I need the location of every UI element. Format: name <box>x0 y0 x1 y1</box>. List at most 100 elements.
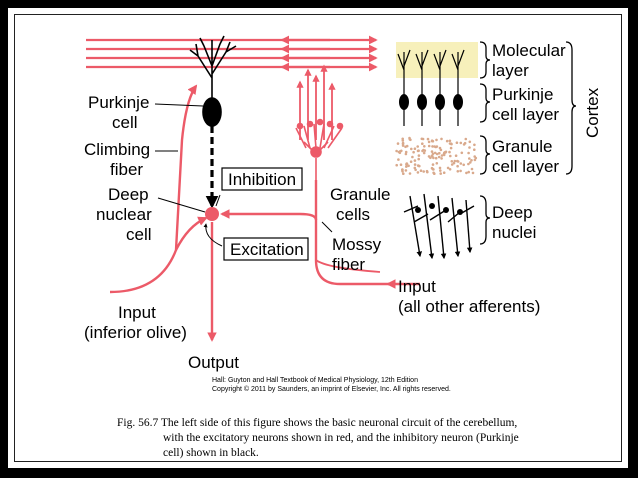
granule-dot <box>456 159 459 163</box>
granule-dot <box>413 163 417 166</box>
granule-dot <box>459 162 463 165</box>
granule-dot <box>417 154 421 157</box>
granule-dot <box>421 142 424 145</box>
label-cortex: Cortex <box>583 87 602 138</box>
label-purkinje-cell: Purkinje cell <box>88 93 154 132</box>
granule-dot <box>430 150 434 153</box>
granule-dot <box>427 144 431 148</box>
granule-dot <box>462 163 466 167</box>
granule-dot <box>396 142 400 145</box>
granule-dot <box>435 138 438 142</box>
granule-dot <box>449 154 452 158</box>
granule-dot <box>408 136 411 140</box>
granule-dot <box>399 163 403 166</box>
granule-dot <box>416 145 420 148</box>
granule-dot <box>450 163 454 166</box>
granule-dot <box>397 150 401 154</box>
granule-dot <box>405 165 408 168</box>
granule-dot <box>456 164 459 168</box>
granule-dot <box>425 169 429 173</box>
granule-dot <box>442 171 446 174</box>
granule-dot <box>413 159 417 162</box>
granule-dot <box>401 144 405 147</box>
granule-dot <box>438 151 441 155</box>
granule-dot <box>450 142 453 146</box>
granule-dot <box>468 146 471 149</box>
purkinje-cell <box>189 35 237 209</box>
granule-dot <box>426 137 430 141</box>
label-deep-nuclear-cell: Deep nuclear cell <box>96 185 157 244</box>
granule-dot <box>467 151 470 155</box>
granule-dot <box>407 164 410 168</box>
granule-dot <box>404 152 408 156</box>
granule-dot <box>427 155 431 158</box>
granule-layer-dots <box>395 136 478 175</box>
granule-dot <box>434 145 438 149</box>
granule-dot <box>405 144 409 148</box>
granule-dot <box>470 167 474 171</box>
granule-dot <box>413 166 417 170</box>
deep-nuclear-cell <box>205 207 219 221</box>
granule-dot <box>469 161 472 164</box>
granule-dot <box>440 137 443 141</box>
granule-dot <box>465 171 468 175</box>
granule-dot <box>440 154 444 157</box>
granule-dot <box>430 139 434 143</box>
label-input-afferents: Input (all other afferents) <box>398 277 540 316</box>
granule-dot <box>467 170 471 174</box>
granule-dot <box>444 150 448 154</box>
granule-dot <box>448 150 451 154</box>
granule-dot <box>401 168 404 171</box>
granule-dot <box>401 139 405 142</box>
figure-credit: Hall: Guyton and Hall Textbook of Medica… <box>212 377 451 393</box>
granule-dot <box>450 160 454 163</box>
mossy-fiber <box>220 180 395 286</box>
granule-dot <box>468 140 472 144</box>
granule-dot <box>439 169 442 172</box>
granule-dot <box>462 143 466 146</box>
purkinje-cell-row <box>397 49 465 126</box>
granule-dot <box>421 137 425 141</box>
granule-dot <box>454 154 458 157</box>
granule-dot <box>438 146 442 150</box>
granule-dot <box>401 141 405 145</box>
granule-dot <box>440 157 443 160</box>
granule-dot <box>453 159 457 163</box>
granule-dot <box>404 150 408 154</box>
slide-frame <box>14 14 622 462</box>
granule-dot <box>413 147 417 150</box>
granule-dot <box>412 150 415 154</box>
label-molecular-layer: Molecular layer <box>492 41 570 80</box>
granule-dot <box>433 151 437 155</box>
granule-dot <box>431 145 434 148</box>
granule-dot <box>473 155 477 158</box>
granule-dot <box>456 170 460 173</box>
granule-dot <box>395 163 399 167</box>
granule-dot <box>405 162 409 165</box>
granule-dot <box>422 148 425 152</box>
granule-dot <box>448 168 452 171</box>
label-output: Output <box>188 353 239 372</box>
granule-dot <box>435 152 439 156</box>
label-inhibition: Inhibition <box>228 170 296 189</box>
granule-dot <box>473 143 476 147</box>
label-granule-cells: Granule cells <box>330 185 395 224</box>
granule-dot <box>404 169 408 172</box>
granule-dot <box>470 159 473 162</box>
granule-dot <box>416 171 420 174</box>
label-climbing-fiber: Climbing fiber <box>84 140 155 179</box>
label-purkinje-cell-layer: Purkinje cell layer <box>492 85 559 124</box>
granule-dot <box>417 157 421 161</box>
granule-dot <box>422 170 426 173</box>
granule-dot <box>408 172 412 175</box>
granule-dot <box>431 152 435 156</box>
granule-dot <box>410 147 413 151</box>
granule-dot <box>445 139 449 143</box>
label-deep-nuclei: Deep nuclei <box>492 203 537 242</box>
granule-dot <box>448 139 452 143</box>
granule-dot <box>417 149 420 152</box>
granule-dot <box>432 156 435 160</box>
granule-dot <box>455 141 459 144</box>
granule-dot <box>459 169 462 173</box>
